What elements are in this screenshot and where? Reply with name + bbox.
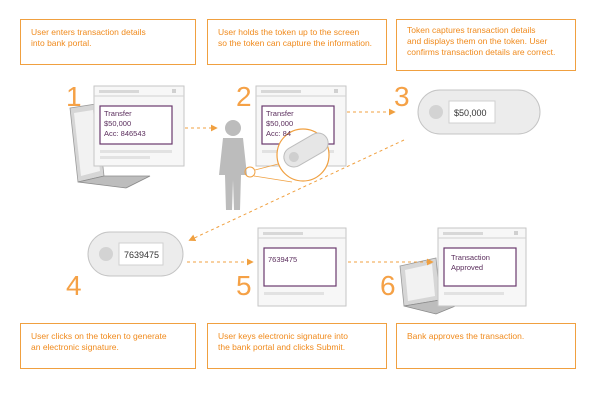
step-number-5: 5 — [236, 270, 252, 301]
step-number-3: 3 — [394, 81, 410, 112]
token-icon — [417, 89, 541, 135]
caption-line: so the token can capture the information… — [218, 38, 373, 48]
caption-step-4: User clicks on the token to generate an … — [20, 323, 196, 369]
caption-line: User holds the token up to the screen — [218, 27, 360, 37]
caption-line: into bank portal. — [31, 38, 92, 48]
screen-text: Transaction — [451, 253, 490, 262]
screen-text: $50,000 — [266, 119, 293, 128]
caption-step-2: User holds the token up to the screen so… — [207, 19, 387, 65]
screen-text: $50,000 — [104, 119, 131, 128]
browser-window — [93, 85, 185, 167]
caption-line: and displays them on the token. User — [407, 36, 548, 46]
step-number-6: 6 — [380, 270, 396, 301]
caption-line: User keys electronic signature into — [218, 331, 348, 341]
caption-step-1: User enters transaction details into ban… — [20, 19, 196, 65]
caption-line: confirms transaction details are correct… — [407, 47, 556, 57]
step-number-2: 2 — [236, 81, 252, 112]
caption-line: User enters transaction details — [31, 27, 146, 37]
person-icon — [219, 120, 247, 210]
screen-text: 7639475 — [268, 255, 297, 264]
caption-line: the bank portal and clicks Submit. — [218, 342, 346, 352]
caption-line: User clicks on the token to generate — [31, 331, 167, 341]
token-display: 7639475 — [124, 250, 159, 260]
screen-text: Acc: 84 — [266, 129, 291, 138]
browser-window — [257, 227, 347, 307]
caption-line: an electronic signature. — [31, 342, 119, 352]
browser-window — [437, 227, 527, 307]
caption-line: Bank approves the transaction. — [407, 331, 525, 341]
screen-text: Approved — [451, 263, 483, 272]
token-display: $50,000 — [454, 108, 487, 118]
screen-text: Acc: 846543 — [104, 129, 146, 138]
caption-step-5: User keys electronic signature into the … — [207, 323, 387, 369]
step-number-4: 4 — [66, 270, 82, 301]
screen-text: Transfer — [104, 109, 132, 118]
token-icon — [87, 231, 184, 277]
token-icon — [283, 132, 329, 168]
screen-text: Transfer — [266, 109, 294, 118]
caption-step-3: Token captures transaction details and d… — [396, 19, 576, 71]
caption-step-6: Bank approves the transaction. — [396, 323, 576, 369]
step-number-1: 1 — [66, 81, 82, 112]
caption-line: Token captures transaction details — [407, 25, 536, 35]
